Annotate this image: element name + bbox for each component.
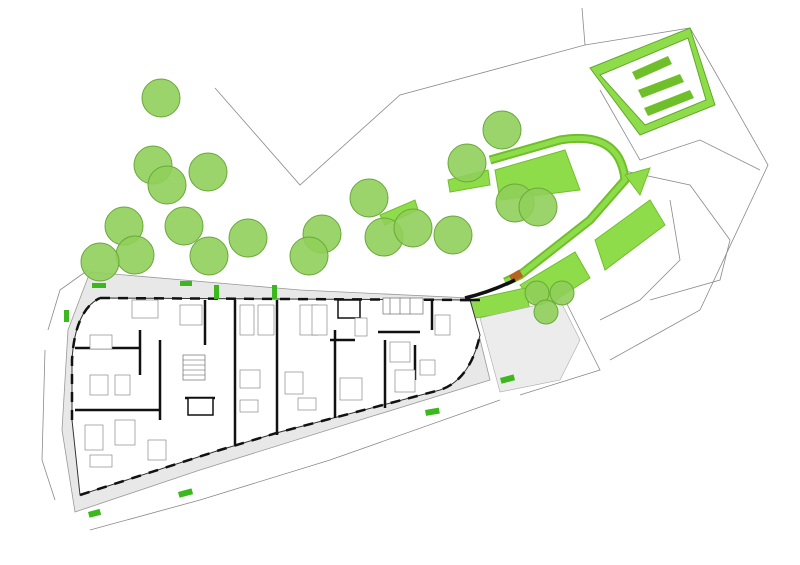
- elevator-icon: [187, 299, 361, 416]
- planter-icon: [88, 508, 102, 518]
- tree-icon: [533, 299, 559, 325]
- furniture-item: [257, 304, 275, 336]
- planter-icon: [214, 285, 219, 299]
- furniture-item: [284, 371, 304, 395]
- planter-icon: [499, 374, 516, 384]
- tree-icon: [549, 280, 575, 306]
- furniture-item: [114, 374, 131, 396]
- tree-icon: [164, 206, 204, 246]
- planter-icon: [64, 310, 69, 322]
- tree-icon: [115, 235, 155, 275]
- stair-icon: [182, 297, 424, 381]
- tree-icon: [349, 178, 389, 218]
- furniture-item: [419, 359, 436, 376]
- furniture-item: [239, 399, 259, 413]
- tree-icon: [141, 78, 181, 118]
- tree-icon: [289, 236, 329, 276]
- furniture-item: [89, 454, 113, 468]
- tree-icon: [433, 215, 473, 255]
- tree-icon: [482, 110, 522, 150]
- planter-icon: [92, 283, 106, 288]
- planter-icon: [180, 281, 192, 286]
- tree-icon: [518, 187, 558, 227]
- tree-icon: [447, 143, 487, 183]
- parking-lawn: [589, 27, 716, 136]
- planter-icon: [425, 407, 440, 416]
- trees: [80, 78, 575, 325]
- planter-icon: [177, 488, 194, 498]
- furniture-item: [131, 299, 159, 319]
- furniture-item: [354, 317, 368, 337]
- furniture-item: [434, 314, 451, 336]
- furniture-item: [179, 304, 203, 326]
- tree-icon: [80, 242, 120, 282]
- furniture-item: [147, 439, 167, 461]
- furniture-item: [239, 304, 255, 336]
- furniture-item: [114, 419, 136, 446]
- furniture-item: [339, 377, 363, 401]
- furniture-item: [394, 369, 416, 393]
- site-boundary: [41, 7, 769, 531]
- tree-icon: [188, 152, 228, 192]
- furniture-item: [311, 304, 328, 336]
- furniture-item: [297, 397, 317, 411]
- furniture: [84, 299, 451, 468]
- tree-icon: [147, 165, 187, 205]
- furniture-item: [84, 424, 104, 451]
- tree-icon: [393, 208, 433, 248]
- planter-icon: [272, 285, 277, 299]
- planters: [64, 281, 516, 518]
- furniture-item: [239, 369, 261, 389]
- furniture-item: [89, 374, 109, 396]
- furniture-item: [89, 334, 113, 350]
- furniture-item: [389, 341, 411, 363]
- tree-icon: [189, 236, 229, 276]
- tree-icon: [228, 218, 268, 258]
